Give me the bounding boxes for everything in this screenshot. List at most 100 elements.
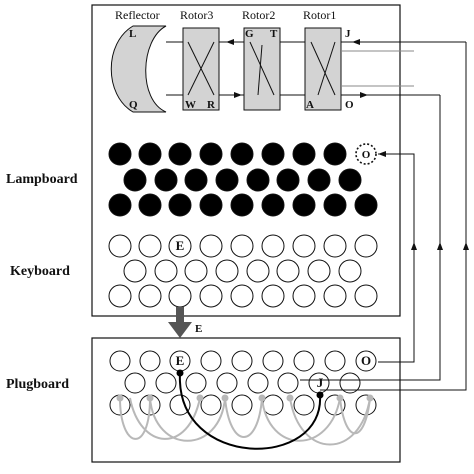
lamp-2-0	[108, 193, 132, 217]
key-2-1	[138, 284, 162, 308]
plug-j-label: J	[317, 375, 324, 390]
key-2-4	[230, 284, 254, 308]
lamp-2-1	[138, 193, 162, 217]
lamp-lit-o-label: O	[362, 149, 371, 161]
pin-reflector-top: L	[129, 28, 136, 40]
plugboard-grey-plugs	[116, 394, 374, 402]
key-1-7	[338, 259, 362, 283]
lampboard-label: Lampboard	[6, 172, 78, 187]
socket-0-6	[293, 350, 315, 372]
lamp-1-1	[154, 168, 178, 192]
reflector-shape	[110, 25, 167, 113]
socket-0-3	[200, 350, 222, 372]
lamp-1-6	[307, 168, 331, 192]
reflector-header: Reflector	[115, 8, 160, 22]
key-2-7	[323, 284, 347, 308]
lamp-0-1	[138, 142, 162, 166]
key-1-3	[215, 259, 239, 283]
plug-o-label: O	[361, 353, 371, 368]
key-2-8	[354, 284, 378, 308]
plugboard-label: Plugboard	[6, 377, 69, 392]
socket-1-7	[339, 372, 361, 394]
key-1-6	[307, 259, 331, 283]
key-1-2	[184, 259, 208, 283]
lamp-1-3	[215, 168, 239, 192]
lamp-2-3	[199, 193, 223, 217]
lamp-0-6	[292, 142, 316, 166]
lamp-lit-o	[355, 143, 377, 165]
plug-e-label: E	[176, 353, 185, 368]
lamp-0-2	[168, 142, 192, 166]
lamp-2-6	[292, 193, 316, 217]
pin-rotor2-top-left: G	[245, 28, 254, 40]
lamp-0-7	[323, 142, 347, 166]
socket-0-5	[262, 350, 284, 372]
lamp-1-4	[246, 168, 270, 192]
lamp-2-2	[168, 193, 192, 217]
rotor-return-lines	[341, 50, 414, 87]
key-2-5	[261, 284, 285, 308]
lamp-1-2	[184, 168, 208, 192]
lamp-0-3	[199, 142, 223, 166]
lamp-0-0	[108, 142, 132, 166]
lamp-2-4	[230, 193, 254, 217]
lamp-2-7	[323, 193, 347, 217]
key-0-6	[292, 234, 316, 258]
key-0-2	[168, 234, 192, 258]
socket-2-3	[200, 394, 222, 416]
socket-0-8	[355, 350, 377, 372]
lamp-1-0	[123, 168, 147, 192]
socket-0-0	[109, 350, 131, 372]
plug-e-terminal	[176, 369, 184, 377]
socket-2-2	[169, 394, 191, 416]
rotor2-header: Rotor2	[242, 8, 275, 22]
socket-2-5	[262, 394, 284, 416]
lamp-0-4	[230, 142, 254, 166]
socket-2-6	[293, 394, 315, 416]
rotor3-header: Rotor3	[180, 8, 213, 22]
plug-j-terminal	[316, 391, 324, 399]
key-2-3	[199, 284, 223, 308]
socket-1-2	[185, 372, 207, 394]
rotor-wiring	[187, 41, 336, 96]
lampboard-lamps	[108, 142, 378, 217]
socket-0-7	[324, 350, 346, 372]
key-2-6	[292, 284, 316, 308]
pin-rotor1-bottom: O	[345, 99, 354, 111]
key-1-4	[246, 259, 270, 283]
key-0-4	[230, 234, 254, 258]
socket-1-0	[124, 372, 146, 394]
keyboard-label: Keyboard	[10, 264, 70, 279]
key-0-8	[354, 234, 378, 258]
key-2-0	[108, 284, 132, 308]
lamp-2-5	[261, 193, 285, 217]
pin-rotor2-top-right: T	[270, 28, 278, 40]
socket-1-4	[247, 372, 269, 394]
socket-1-5	[277, 372, 299, 394]
key-e-label: E	[176, 238, 185, 253]
key-0-1	[138, 234, 162, 258]
socket-0-1	[139, 350, 161, 372]
signal-return-arrows	[378, 151, 469, 250]
key-1-1	[154, 259, 178, 283]
signal-return-wires	[300, 42, 467, 391]
keyboard-output-arrow	[168, 307, 192, 338]
lamp-0-5	[261, 142, 285, 166]
key-0-0	[108, 234, 132, 258]
plugboard-cable-e-j	[178, 372, 322, 450]
socket-1-1	[155, 372, 177, 394]
lamp-2-8	[354, 193, 378, 217]
key-1-5	[276, 259, 300, 283]
lamp-1-5	[276, 168, 300, 192]
key-2-2	[168, 284, 192, 308]
keyboard-keys	[108, 234, 378, 308]
lamp-1-7	[338, 168, 362, 192]
socket-1-3	[216, 372, 238, 394]
pin-rotor1-top: J	[345, 28, 351, 40]
pin-reflector-bottom: Q	[129, 99, 138, 111]
key-0-3	[199, 234, 223, 258]
key-0-7	[323, 234, 347, 258]
key-0-5	[261, 234, 285, 258]
